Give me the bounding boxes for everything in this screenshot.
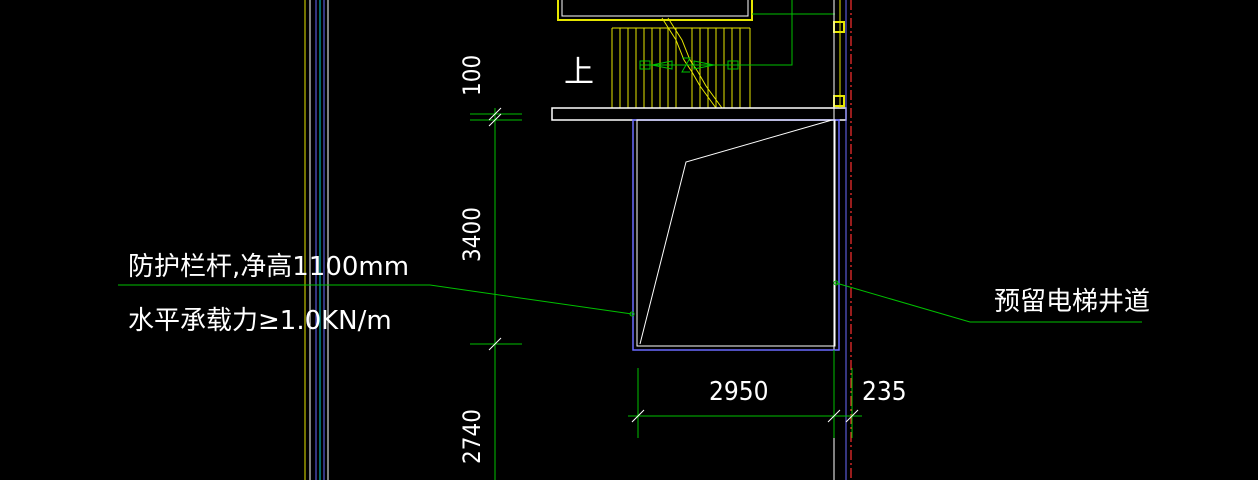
guardrail-annotation: 防护栏杆,净高1100mm 水平承载力≥1.0KN/m	[118, 252, 635, 336]
right-wall-lines	[833, 0, 852, 480]
stair-up-label: 上	[564, 55, 594, 90]
vertical-dimension-chain: 100 3400 2740	[458, 55, 522, 480]
dim-vertical-3400: 3400	[458, 207, 486, 262]
guardrail-note-line2: 水平承载力≥1.0KN/m	[128, 306, 392, 336]
column-marker-bottom	[833, 95, 845, 107]
elevator-shaft-note: 预留电梯井道	[994, 287, 1150, 317]
left-axis-lines	[304, 0, 329, 480]
dim-vertical-2740: 2740	[458, 409, 486, 464]
elevator-shaft-annotation: 预留电梯井道	[833, 280, 1150, 323]
floor-slab	[551, 107, 847, 121]
stair-treads	[619, 28, 741, 108]
top-reference-lines	[738, 0, 835, 66]
column-marker-top	[833, 21, 845, 33]
stair-direction-arrows	[639, 57, 739, 73]
dim-vertical-100: 100	[458, 55, 486, 96]
stair-plan: 上	[557, 0, 845, 109]
elevator-shaft	[632, 119, 840, 351]
dim-horizontal-235: 235	[862, 377, 907, 407]
horizontal-dimension: 2950 235	[628, 350, 907, 438]
dim-horizontal-2950: 2950	[709, 377, 769, 407]
guardrail-note-line1: 防护栏杆,净高1100mm	[128, 252, 409, 282]
